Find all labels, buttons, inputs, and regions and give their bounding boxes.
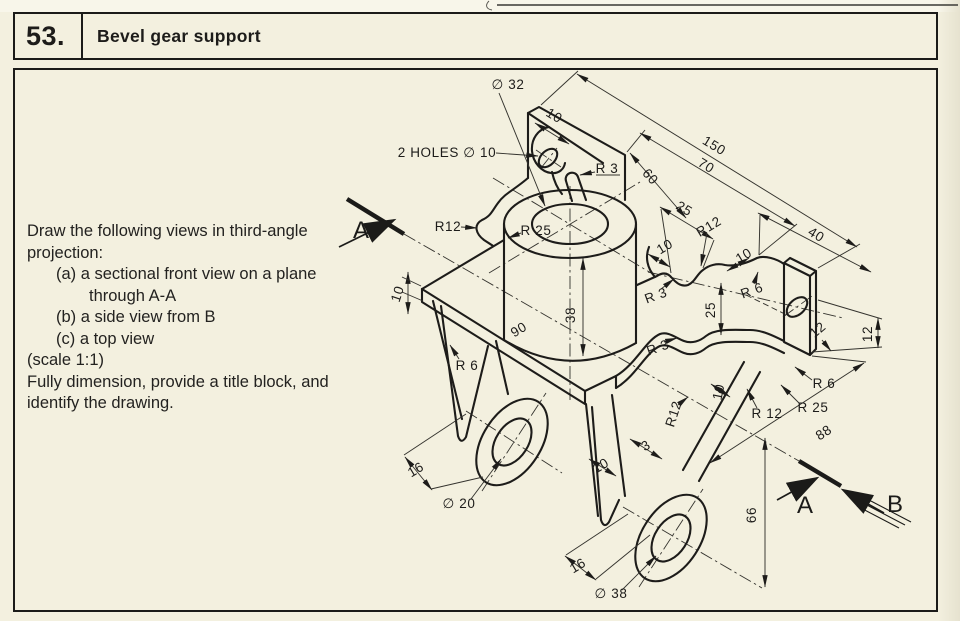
dimension-lines: [404, 73, 881, 588]
section-label-a-lower: A: [797, 492, 813, 519]
dim-16-left: 16: [405, 459, 427, 480]
arm-thickness-edge: [614, 340, 786, 390]
dim-88: 88: [813, 422, 835, 443]
arm-front-edge: [614, 328, 786, 378]
dim-dia-32: ∅ 32: [492, 77, 525, 92]
section-plane-trace: [403, 233, 800, 462]
base-thickness: [420, 287, 587, 406]
leader-lines: [449, 92, 832, 591]
view-arrow-b-hatch: [856, 499, 912, 529]
dim-r6-arm: R 6: [739, 280, 766, 302]
dim-dia-20: ∅ 20: [443, 496, 476, 511]
label-2-holes-dia-10: 2 HOLES ∅ 10: [398, 145, 497, 160]
section-view-marks: A A B: [338, 197, 912, 529]
instruction-line-a2: through A-A: [89, 286, 177, 305]
right-web-vee: [590, 405, 621, 527]
exercise-title-cell: Bevel gear support: [83, 14, 936, 58]
arm-rear-edge: [635, 255, 786, 287]
dim-r3-front: R 3: [645, 337, 672, 359]
dim-25-arm: 25: [703, 302, 718, 318]
dim-16-bottom: 16: [567, 555, 589, 576]
top-plate-lobe-tail: [550, 170, 564, 196]
dim-150: 150: [700, 133, 729, 158]
dim-12-block: 12: [860, 326, 875, 342]
view-arrow-b: [840, 488, 885, 514]
dim-r12-leg: R12: [662, 399, 684, 429]
drawing-frame: [13, 68, 938, 612]
section-arrow-a-lower: [776, 476, 820, 502]
left-wing-edge: [475, 176, 530, 248]
instruction-line-a: (a) a sectional front view on a plane: [56, 265, 317, 283]
exercise-number: 53.: [26, 20, 66, 51]
section-arrow-a-upper: [338, 218, 397, 248]
instruction-scale: (scale 1:1): [27, 351, 105, 369]
instruction-line: Fully dimension, provide a title block, …: [27, 372, 329, 391]
dim-10-arm-right: 10: [733, 245, 755, 266]
dim-40: 40: [805, 224, 827, 245]
dim-r6-left-web: R 6: [456, 358, 479, 373]
dim-r6-block: R 6: [813, 376, 836, 391]
view-label-b: B: [887, 491, 903, 518]
section-label-a-upper: A: [353, 217, 369, 244]
dim-r12-arm: R12: [693, 213, 724, 240]
instruction-line: projection:: [27, 243, 104, 262]
dim-r3-arm-rear: R 3: [643, 285, 670, 307]
hidden-line: [745, 294, 790, 317]
dimension-labels: ∅ 32 10 150 2 HOLES ∅ 10 R 3 60 70 25 R1…: [388, 77, 875, 601]
dim-r12-bottom: R 12: [752, 406, 783, 421]
top-plate-inner-edge: [526, 111, 605, 165]
instruction-line: Draw the following views in third-angle: [27, 222, 308, 240]
page-right-shadow: [938, 0, 960, 621]
dim-10-plate: 10: [543, 105, 565, 126]
base-rear-edge: [420, 238, 506, 291]
base-right-corner: [583, 374, 618, 393]
dim-r25-cylinder: R 25: [521, 223, 552, 238]
exercise-header: 53. Bevel gear support: [13, 12, 938, 60]
exercise-title: Bevel gear support: [97, 25, 261, 46]
dim-r3-plate: R 3: [596, 161, 619, 176]
right-strut: [681, 360, 762, 483]
dim-90-base: 90: [508, 319, 530, 340]
dim-38-cylinder: 38: [563, 307, 578, 323]
instruction-line-c: (c) a top view: [56, 329, 155, 348]
dim-dia-38: ∅ 38: [595, 586, 628, 601]
dim-25-top: 25: [673, 198, 695, 219]
plate-hole: [537, 147, 559, 169]
previous-figure-edge: [486, 0, 958, 11]
dim-10-strut: 10: [709, 382, 727, 401]
dim-60: 60: [639, 166, 661, 188]
section-line-a-lower: [797, 459, 843, 488]
left-web-vee: [439, 304, 490, 442]
end-block-side: [808, 269, 818, 357]
dim-66: 66: [744, 507, 759, 523]
dim-10-arm-left: 10: [654, 236, 676, 257]
dim-10-left-leg: 10: [590, 455, 612, 476]
right-boss-outer: [634, 493, 708, 583]
top-plate-slot: [564, 171, 588, 203]
dim-r25-bottom: R 25: [798, 400, 829, 415]
right-boss-hole: [650, 513, 692, 563]
base-front-edge: [420, 287, 587, 393]
cylinder-bottom: [502, 338, 638, 362]
instruction-line: identify the drawing.: [27, 394, 174, 412]
dim-70: 70: [695, 155, 717, 176]
dim-10-base: 10: [388, 284, 407, 304]
instruction-text: Draw the following views in third-angle …: [27, 221, 377, 415]
dim-r12-left: R12: [435, 219, 462, 234]
exercise-number-cell: 53.: [15, 14, 83, 58]
instruction-line-b: (b) a side view from B: [56, 308, 216, 326]
base-rear-corner-hook: [645, 245, 657, 279]
end-block-hole: [785, 296, 809, 318]
page-top-edge: [0, 0, 960, 12]
end-block-top: [782, 256, 818, 278]
left-leg-inner-edge: [494, 339, 510, 396]
left-boss-outer: [475, 397, 549, 487]
